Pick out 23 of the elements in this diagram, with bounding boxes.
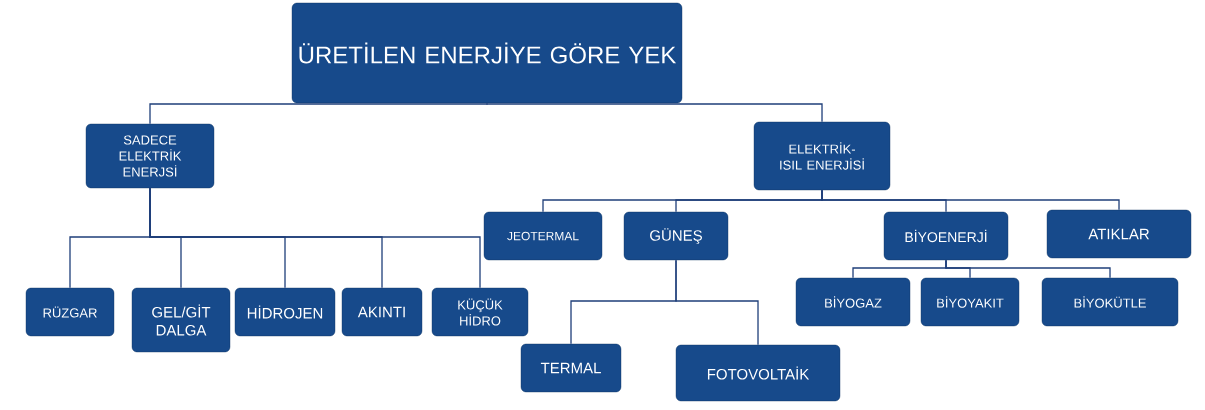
category-box: AKINTI: [341, 287, 423, 337]
category-box: ATIKLAR: [1046, 209, 1192, 259]
category-box: SADECE ELEKTRİK ENERJSİ: [85, 123, 215, 189]
connector-line: [149, 187, 481, 289]
category-box: ELEKTRİK-ISIL ENERJİSİ: [753, 121, 891, 191]
category-box: BİYOENERJİ: [883, 211, 1009, 261]
category-box: FOTOVOLTAİK: [675, 344, 841, 402]
connector-line: [821, 189, 1120, 211]
connector-line: [486, 102, 823, 123]
category-box: BİYOGAZ: [795, 277, 911, 327]
category-box: BİYOYAKIT: [920, 277, 1020, 327]
category-box: RÜZGAR: [25, 287, 115, 337]
category-box: BİYOKÜTLE: [1041, 277, 1179, 327]
connector-line: [675, 259, 759, 346]
connector-line: [945, 259, 1111, 279]
category-box: TERMAL: [520, 343, 622, 393]
category-box: JEOTERMAL: [483, 211, 603, 261]
category-box: GÜNEŞ: [623, 211, 729, 261]
category-box: GEL/GİT DALGA: [131, 287, 231, 353]
category-box: HİDROJEN: [234, 287, 336, 337]
category-box: KÜÇÜK HİDRO: [431, 287, 529, 337]
category-box: ÜRETİLEN ENERJİYE GÖRE YEK: [291, 2, 683, 104]
connector-line: [149, 102, 488, 125]
